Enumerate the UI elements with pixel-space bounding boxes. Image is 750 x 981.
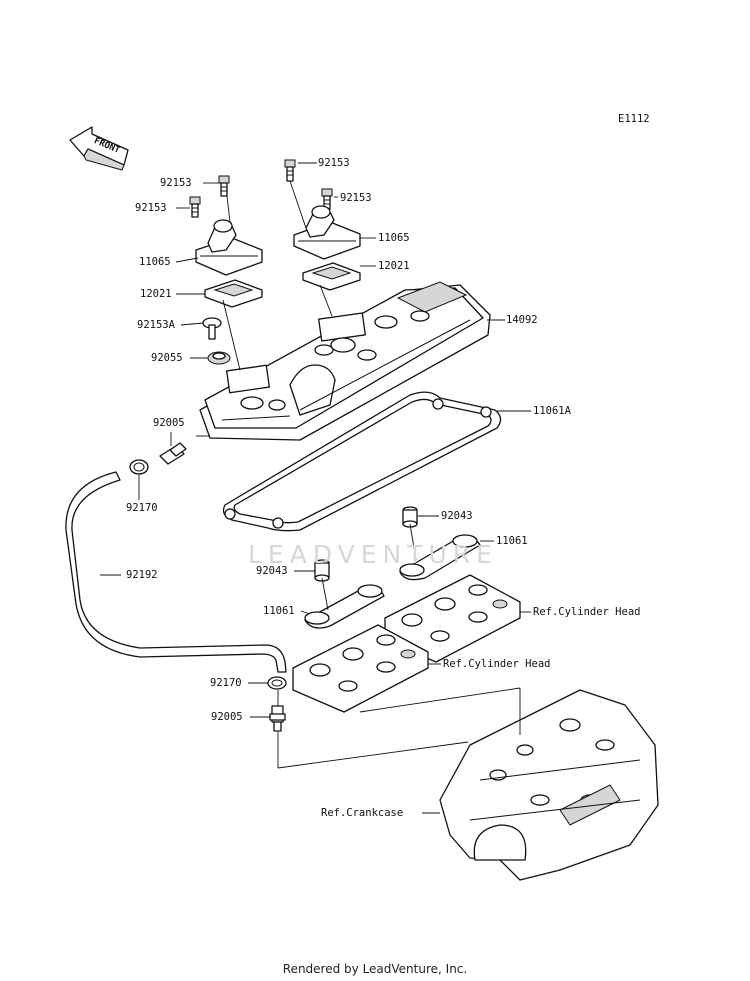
diagram-code: E1112 <box>618 113 650 125</box>
front-arrow-icon <box>69 126 129 171</box>
callout-92043[interactable]: 92043 <box>441 510 473 522</box>
grommet-92055 <box>207 351 231 365</box>
callout-11061[interactable]: 11061 <box>496 535 528 547</box>
footer-credit: Rendered by LeadVenture, Inc. <box>282 962 468 976</box>
clamp-92170-upper <box>129 459 149 475</box>
callout-92153[interactable]: 92153 <box>318 157 350 169</box>
cylinder-head-cover-14092 <box>199 281 491 441</box>
callout-11061[interactable]: 11061 <box>263 605 295 617</box>
bolt-92153A <box>202 317 222 340</box>
callout-92005[interactable]: 92005 <box>153 417 185 429</box>
callout-92192[interactable]: 92192 <box>126 569 158 581</box>
callout-92153[interactable]: 92153 <box>340 192 372 204</box>
callout-92170[interactable]: 92170 <box>126 502 158 514</box>
watermark: LEADVENTURE <box>248 540 498 569</box>
bolt-92153-top-center <box>284 159 296 182</box>
reed-valve-12021-right <box>302 262 361 291</box>
callout-92170[interactable]: 92170 <box>210 677 242 689</box>
head-cover-gasket-11061A <box>222 391 502 532</box>
gasket-11061-left <box>304 584 385 629</box>
ref-cylinder-head-lower[interactable]: Ref.Cylinder Head <box>443 658 551 670</box>
crankcase <box>439 689 659 881</box>
callout-12021[interactable]: 12021 <box>140 288 172 300</box>
bolt-92153-left-lower <box>189 196 201 218</box>
leader-lines <box>100 162 531 814</box>
callout-11065[interactable]: 11065 <box>139 256 171 268</box>
ref-cylinder-head-upper[interactable]: Ref.Cylinder Head <box>533 606 641 618</box>
callout-92005[interactable]: 92005 <box>211 711 243 723</box>
bolt-92153-left-upper <box>218 175 230 197</box>
callout-92153[interactable]: 92153 <box>135 202 167 214</box>
callout-11065[interactable]: 11065 <box>378 232 410 244</box>
fitting-92005-lower <box>269 705 286 732</box>
breather-cover-11065-right <box>293 205 361 260</box>
fitting-92005-upper <box>159 442 187 465</box>
callout-92153[interactable]: 92153 <box>160 177 192 189</box>
callout-14092[interactable]: 14092 <box>506 314 538 326</box>
callout-12021[interactable]: 12021 <box>378 260 410 272</box>
cylinder-head-lower <box>292 624 429 713</box>
breather-hose-92192 <box>65 471 287 673</box>
ref-crankcase[interactable]: Ref.Crankcase <box>321 807 404 819</box>
breather-cover-11065-left <box>195 219 263 276</box>
dowel-92043-left <box>314 559 330 582</box>
callout-11061A[interactable]: 11061A <box>533 405 571 417</box>
callout-92055[interactable]: 92055 <box>151 352 183 364</box>
callout-92043[interactable]: 92043 <box>256 565 288 577</box>
gasket-11061-right <box>399 534 481 581</box>
reed-valve-12021-left <box>204 279 263 308</box>
callout-92153A[interactable]: 92153A <box>137 319 175 331</box>
clamp-92170-lower <box>267 676 287 690</box>
cylinder-head-upper <box>384 574 521 663</box>
